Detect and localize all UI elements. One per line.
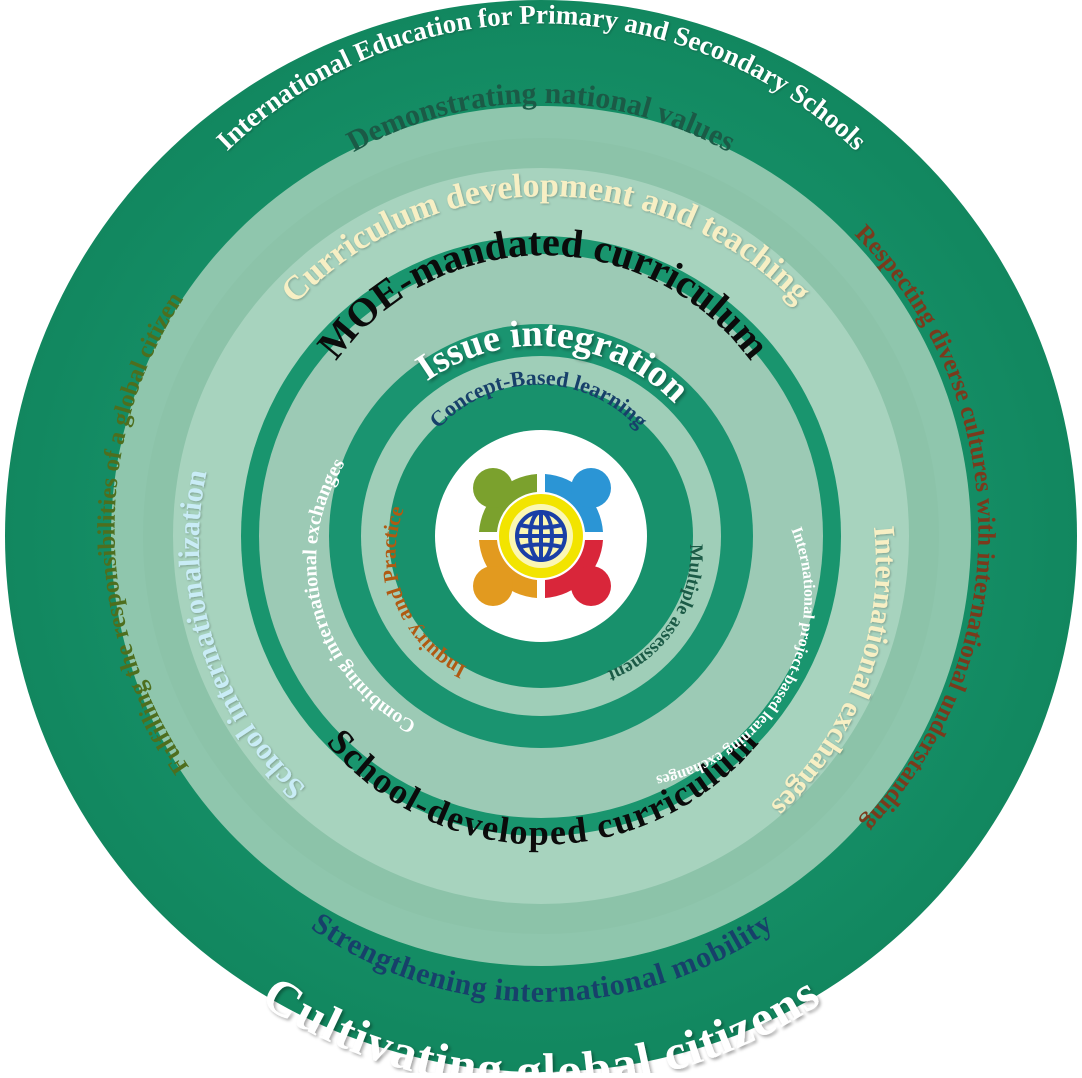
person-red [571, 566, 611, 606]
globe-icon [515, 510, 567, 562]
person-green [473, 468, 513, 508]
globe-people-icon [473, 468, 611, 606]
cog-segments [479, 474, 603, 598]
person-blue [571, 468, 611, 508]
person-orange [473, 566, 513, 606]
